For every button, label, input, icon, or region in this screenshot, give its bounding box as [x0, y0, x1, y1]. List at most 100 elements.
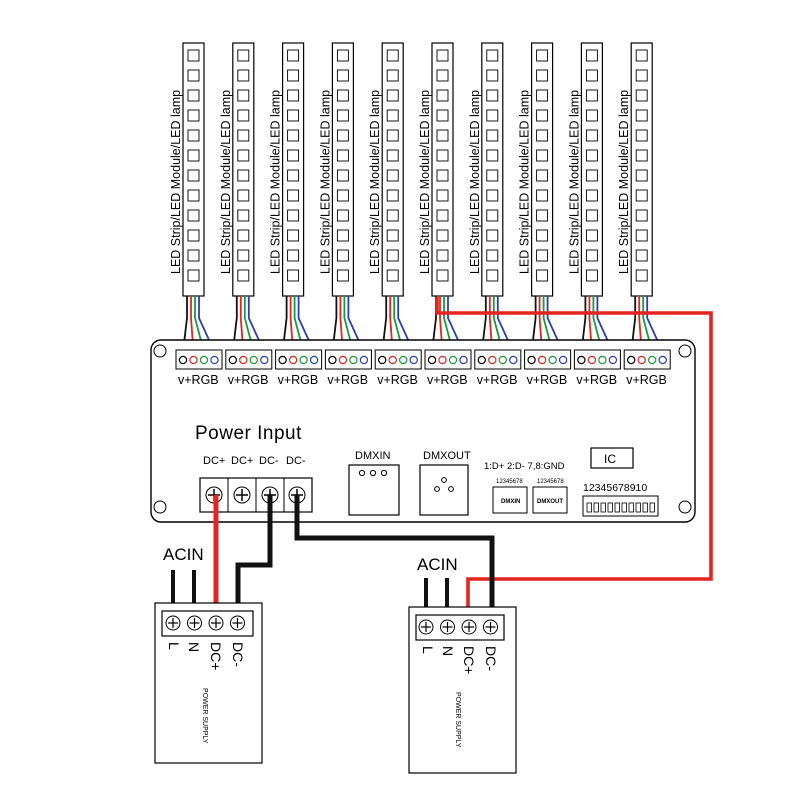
terminal-screw-icon [477, 355, 486, 365]
channel-label: v+RGB [477, 373, 518, 387]
terminal-screw-icon [598, 355, 607, 365]
led-cell [386, 269, 399, 282]
screw-icon [461, 619, 477, 635]
led-cell [287, 249, 300, 262]
dmx-in-port [348, 464, 400, 516]
led-cell [386, 109, 399, 122]
led-cell [386, 49, 399, 62]
small-dmx-out-label: DMXOUT [537, 499, 563, 505]
mount-hole [153, 500, 167, 514]
strip-label: LED Strip/LED Module/LED lamp [617, 90, 631, 274]
terminal-screw-icon [260, 355, 269, 365]
channel-terminal: v+RGB [424, 349, 472, 387]
led-cell [336, 149, 349, 162]
small-dmx-in-pins: 12345678 [496, 479, 523, 485]
terminal-screw-icon [488, 355, 497, 365]
dmx-in-label: DMXIN [355, 450, 391, 462]
dip-toggle [621, 502, 627, 513]
led-cell [386, 69, 399, 82]
led-cell [585, 209, 598, 222]
screw-icon [230, 615, 245, 631]
terminal-screw-icon [309, 355, 319, 365]
led-cell [187, 149, 200, 162]
mount-hole [678, 500, 692, 514]
led-cell [187, 189, 200, 202]
led-cell [536, 149, 549, 162]
channel-label: v+RGB [178, 373, 219, 387]
terminal-screw-icon [409, 355, 418, 365]
screw-icon [233, 486, 251, 504]
led-cell [635, 49, 648, 62]
strip-label: LED Strip/LED Module/LED lamp [269, 90, 283, 274]
dip-toggle [635, 502, 641, 513]
channel-label: v+RGB [377, 373, 418, 387]
led-strip: LED Strip/LED Module/LED lamp [219, 42, 255, 297]
led-cell [287, 229, 300, 242]
psu1-term-dcplus: DC+ [208, 642, 224, 670]
dip-toggle [642, 502, 648, 513]
led-cell [585, 189, 598, 202]
terminal-screw-icon [459, 355, 468, 365]
dc-label-4: DC- [286, 455, 306, 467]
led-cell [336, 109, 349, 122]
channel-terminal: v+RGB [275, 349, 323, 387]
led-cell [486, 49, 499, 62]
led-cell [287, 209, 300, 222]
terminal-screw-icon [658, 355, 667, 365]
led-cell [585, 149, 598, 162]
channel-label: v+RGB [427, 373, 468, 387]
led-cell [635, 89, 648, 102]
led-cell [386, 249, 399, 262]
led-cell [536, 229, 549, 242]
mount-hole [678, 344, 692, 358]
dmx-pin-legend: 1:D+ 2:D- 7,8:GND [484, 461, 565, 472]
led-cell [486, 249, 499, 262]
led-cell [486, 169, 499, 182]
led-cell [635, 129, 648, 142]
led-cell [187, 269, 200, 282]
terminal-screw-icon [448, 355, 458, 365]
dip-toggle [600, 502, 606, 513]
led-cell [635, 269, 648, 282]
led-cell [237, 49, 250, 62]
terminal-screw-icon [328, 355, 337, 365]
led-cell [237, 69, 250, 82]
led-cell [336, 129, 349, 142]
led-cell [436, 49, 449, 62]
led-cell [287, 129, 300, 142]
terminal-screw-icon [537, 355, 547, 365]
psu2-label: POWER SUPPLY [454, 692, 461, 748]
strip-label: LED Strip/LED Module/LED lamp [318, 90, 332, 274]
led-cell [436, 69, 449, 82]
led-cell [187, 89, 200, 102]
led-cell [436, 109, 449, 122]
strip-label: LED Strip/LED Module/LED lamp [418, 90, 432, 274]
strip-label: LED Strip/LED Module/LED lamp [368, 90, 382, 274]
red-wire-channel-to-psu2 [435, 297, 713, 620]
led-strip: LED Strip/LED Module/LED lamp [617, 42, 653, 297]
led-cell [585, 129, 598, 142]
led-cell [187, 169, 200, 182]
led-cell [336, 189, 349, 202]
led-cell [336, 229, 349, 242]
led-cell [187, 109, 200, 122]
led-cell [486, 269, 499, 282]
led-cell [486, 209, 499, 222]
led-cell [237, 149, 250, 162]
led-strip: LED Strip/LED Module/LED lamp [318, 42, 354, 297]
led-strip: LED Strip/LED Module/LED lamp [169, 42, 205, 297]
terminal-screw-icon [399, 355, 408, 365]
led-strip: LED Strip/LED Module/LED lamp [269, 42, 305, 297]
led-cell [486, 189, 499, 202]
terminal-screw-icon [388, 355, 397, 365]
screw-icon [208, 615, 224, 631]
strip-label: LED Strip/LED Module/LED lamp [518, 90, 532, 274]
screw-icon [165, 615, 181, 631]
led-cell [187, 129, 200, 142]
terminal-screw-icon [427, 355, 437, 365]
psu1-term-dcminus: DC- [230, 642, 246, 667]
channel-terminal: v+RGB [175, 349, 223, 387]
psu2-acin-label: ACIN [417, 555, 458, 574]
channel-label: v+RGB [626, 373, 667, 387]
